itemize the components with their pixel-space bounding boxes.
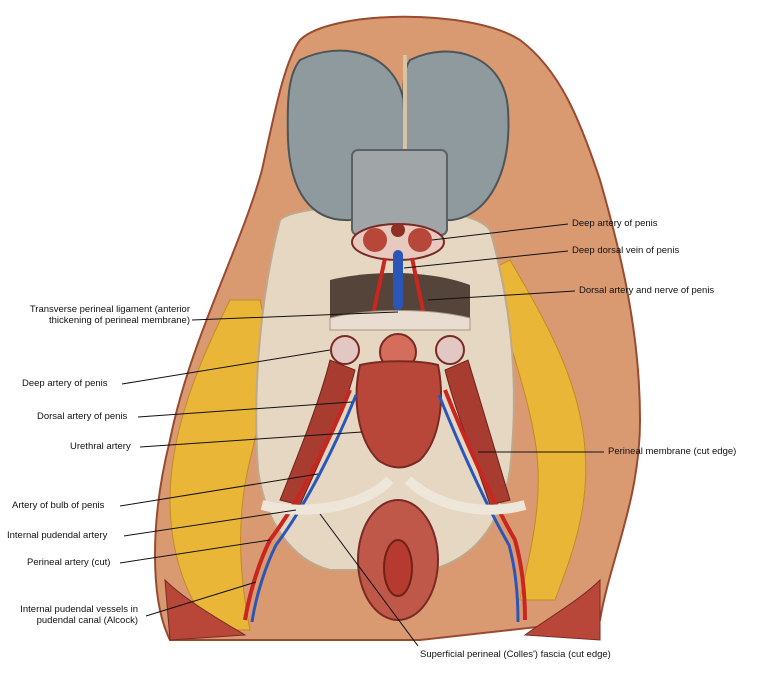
internal-pudendal-vein-right (437, 394, 520, 623)
label-dorsal-artery-of-penis: Dorsal artery of penis (37, 411, 128, 422)
corpus-cavernosum-left (363, 228, 387, 252)
label-perineal-membrane: Perineal membrane (cut edge) (608, 446, 737, 457)
crus-left-cut (330, 335, 360, 365)
label-pudendal-vessels-line-2: pudendal canal (Alcock) (36, 615, 138, 626)
label-dorsal-artery-and-nerve: Dorsal artery and nerve of penis (579, 285, 715, 296)
ischiocavernosus-right (444, 359, 511, 506)
label-transverse-perineal-ligament: Transverse perineal ligament (anterior t… (30, 304, 190, 326)
gluteus-right (523, 578, 601, 641)
leader-perineal-artery (119, 539, 271, 564)
label-transverse-line-2: thickening of perineal membrane) (49, 315, 190, 326)
ischioanal-fat-right (489, 259, 587, 601)
label-perineal-artery: Perineal artery (cut) (27, 557, 111, 568)
penile-shaft (351, 149, 448, 236)
label-transverse-line-1: Transverse perineal ligament (anterior (29, 304, 190, 315)
leader-colles-fascia (319, 513, 419, 647)
leader-lines (119, 223, 604, 647)
crus-right-cut (435, 335, 465, 365)
leader-deep-artery-left (121, 349, 331, 385)
leader-dorsal-artery-nerve (427, 290, 576, 301)
label-internal-pudendal-artery: Internal pudendal artery (7, 530, 108, 541)
leader-urethral-artery (139, 431, 363, 448)
leader-transverse-ligament (191, 311, 399, 321)
label-deep-artery-of-penis-top: Deep artery of penis (572, 218, 658, 229)
label-internal-pudendal-vessels: Internal pudendal vessels in pudendal ca… (20, 604, 138, 626)
leader-internal-pudendal-vessels (145, 581, 257, 617)
label-deep-dorsal-vein: Deep dorsal vein of penis (572, 245, 680, 256)
label-urethral-artery: Urethral artery (70, 441, 131, 452)
internal-pudendal-vein-left (250, 394, 358, 623)
corpus-spongiosum (391, 223, 405, 237)
perineal-membrane-right (404, 476, 527, 515)
internal-pudendal-artery-right (443, 389, 527, 621)
label-pudendal-vessels-line-1: Internal pudendal vessels in (20, 604, 138, 615)
gluteus-left (164, 578, 247, 641)
label-artery-of-bulb: Artery of bulb of penis (12, 500, 105, 511)
dorsal-artery-right (410, 257, 427, 321)
bulbospongiosus-muscle (355, 360, 442, 469)
leader-artery-of-bulb (119, 473, 319, 507)
label-superficial-perineal-fascia: Superficial perineal (Colles') fascia (c… (420, 649, 611, 660)
anus (383, 539, 413, 597)
leader-deep-dorsal-vein (403, 250, 569, 269)
corpus-cavernosum-right (408, 228, 432, 252)
label-deep-artery-of-penis-left: Deep artery of penis (22, 378, 108, 389)
leader-internal-pudendal-artery (123, 509, 297, 537)
internal-pudendal-artery-left (243, 389, 352, 621)
leader-dorsal-artery-left (137, 401, 353, 418)
leader-deep-artery-top (431, 223, 569, 241)
perineal-membrane-left (260, 476, 394, 515)
dorsal-artery-left (370, 257, 387, 321)
